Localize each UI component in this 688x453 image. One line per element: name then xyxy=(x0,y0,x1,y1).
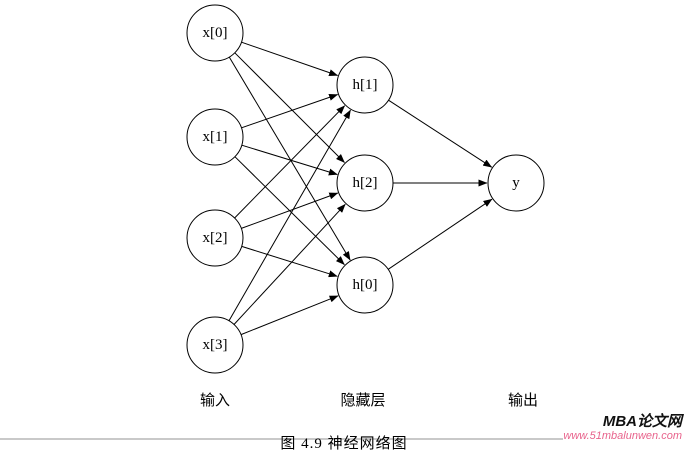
watermark: MBA论文网 www.51mbalunwen.com xyxy=(563,413,682,443)
node-h1: h[1] xyxy=(336,56,394,114)
edge-x3-to-h2 xyxy=(233,203,346,325)
layer-labels: 输入 隐藏层 输出 xyxy=(200,392,538,409)
node-h2: h[2] xyxy=(336,154,394,212)
layer-label-0: 输入 xyxy=(200,392,230,409)
node-y: y xyxy=(487,154,545,212)
node-h0: h[0] xyxy=(336,256,394,314)
node-label-x3: x[3] xyxy=(203,337,228,353)
edge-x3-to-h0 xyxy=(240,295,339,336)
node-circle-x0 xyxy=(186,4,244,62)
page-divider xyxy=(0,438,563,440)
edge-x2-to-h2 xyxy=(241,192,339,229)
watermark-url: www.51mbalunwen.com xyxy=(563,430,682,442)
node-circle-x1 xyxy=(186,108,244,166)
node-circle-x3 xyxy=(186,316,244,374)
nodes-layer: x[0] x[1] x[2] x[3] h[1] h[2] h[0] y xyxy=(186,4,545,374)
node-x3: x[3] xyxy=(186,316,244,374)
node-circle-x2 xyxy=(186,209,244,267)
edge-h1-to-y xyxy=(388,99,493,168)
edge-x2-to-h1 xyxy=(234,105,346,219)
node-circle-h1 xyxy=(336,56,394,114)
node-circle-h0 xyxy=(336,256,394,314)
node-label-x2: x[2] xyxy=(203,230,228,246)
edge-x0-to-h2 xyxy=(234,52,345,163)
node-x1: x[1] xyxy=(186,108,244,166)
edge-x1-to-h1 xyxy=(241,93,339,129)
node-label-h0: h[0] xyxy=(353,277,378,293)
edge-x1-to-h2 xyxy=(241,144,338,176)
node-label-h1: h[1] xyxy=(353,77,378,93)
node-x0: x[0] xyxy=(186,4,244,62)
node-label-x1: x[1] xyxy=(203,129,228,145)
node-label-y: y xyxy=(512,175,520,191)
watermark-title: MBA论文网 xyxy=(602,413,682,430)
node-circle-y xyxy=(487,154,545,212)
node-label-x0: x[0] xyxy=(203,25,228,41)
edge-h0-to-y xyxy=(387,198,493,270)
node-label-h2: h[2] xyxy=(353,175,378,191)
edges-layer xyxy=(228,41,493,336)
layer-label-2: 输出 xyxy=(508,392,538,409)
layer-label-1: 隐藏层 xyxy=(340,392,385,409)
edge-x3-to-h1 xyxy=(228,109,351,321)
edge-x0-to-h0 xyxy=(228,56,351,261)
node-circle-h2 xyxy=(336,154,394,212)
edge-x2-to-h0 xyxy=(241,245,338,278)
node-x2: x[2] xyxy=(186,209,244,267)
edge-x0-to-h1 xyxy=(241,41,339,77)
